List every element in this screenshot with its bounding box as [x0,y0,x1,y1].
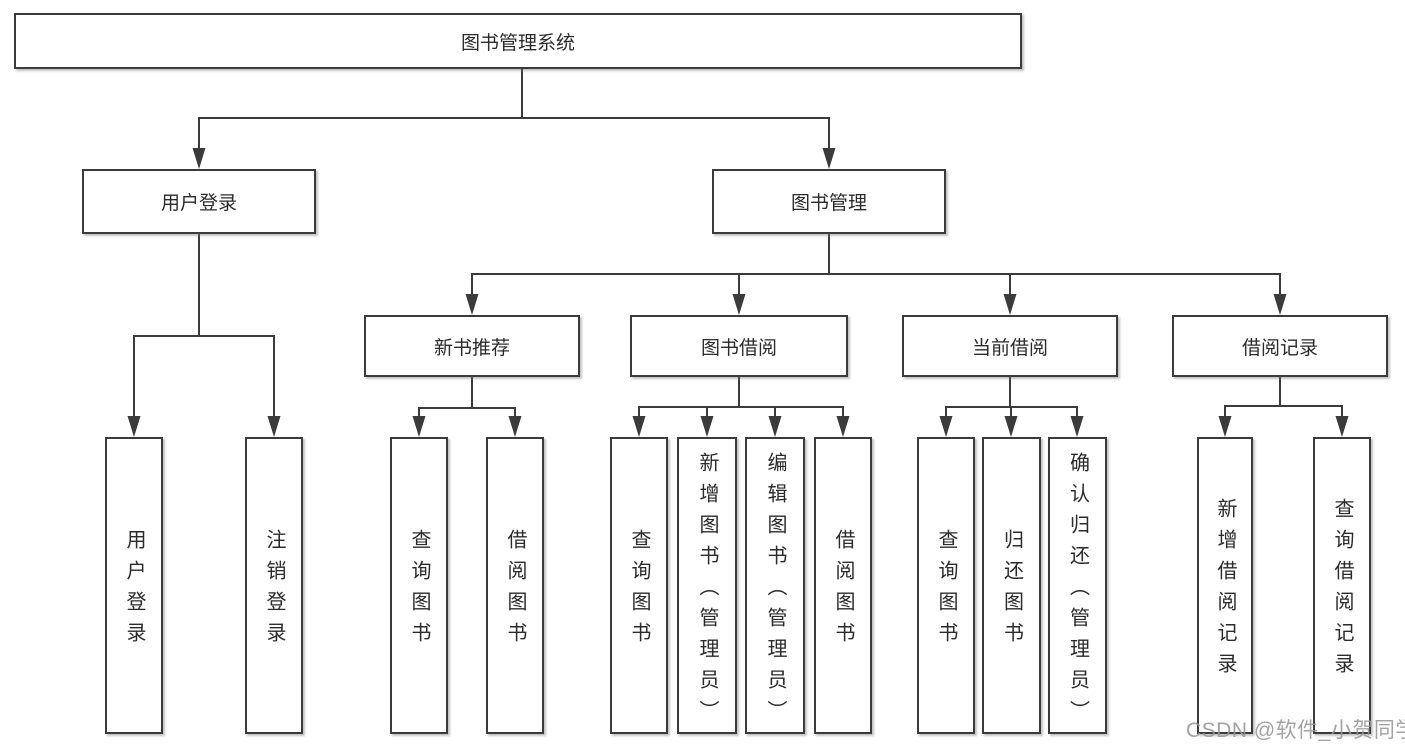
leaf-add-borrow-record: 新增借阅记录 [1197,437,1253,734]
leaf-confirm-return-admin: 确认归还（管理员） [1048,437,1107,734]
leaf-return-books: 归还图书 [982,437,1041,734]
connector-recommend-children [412,377,522,437]
leaf-recommend-borrow-books: 借阅图书 [486,437,544,734]
leaf-query-borrow-record: 查询借阅记录 [1313,437,1371,734]
node-label: 图书管理 [790,193,867,214]
node-label: 用户登录 [160,193,237,214]
node-label: 查询图书 [935,529,957,653]
node-borrow-records: 借阅记录 [1172,315,1388,377]
node-label: 归还图书 [1000,529,1023,653]
leaf-logout: 注销登录 [245,437,303,734]
node-label: 新书推荐 [433,337,510,359]
node-label: 查询图书 [628,529,650,653]
node-label: 用户登录 [123,529,145,653]
node-label: 新增图书（管理员） [696,451,718,731]
node-book-management: 图书管理 [712,169,946,234]
node-book-borrow: 图书借阅 [630,315,848,377]
node-current-borrow: 当前借阅 [902,315,1118,377]
node-label: 借阅图书 [832,529,854,653]
node-new-book-recommend: 新书推荐 [364,315,580,377]
connector-userlogin-children [127,234,281,437]
csdn-watermark: CSDN @软件_小贺同学 [1186,719,1405,742]
node-label: 确认归还（管理员） [1066,451,1089,731]
connector-borrow-children [632,377,850,437]
node-label: 查询借阅记录 [1331,498,1353,684]
connector-current-children [939,377,1084,437]
leaf-user-login: 用户登录 [105,437,163,734]
node-label: 借阅记录 [1241,337,1318,359]
connector-records-children [1218,377,1349,437]
node-label: 注销登录 [263,529,285,653]
connector-root-to-level1 [192,69,836,169]
node-user-login: 用户登录 [82,169,316,234]
leaf-add-book-admin: 新增图书（管理员） [677,437,737,734]
node-label: 当前借阅 [971,337,1048,359]
connector-bookmgmt-groups [465,234,1287,315]
node-label: 查询图书 [408,529,430,653]
leaf-current-query-books: 查询图书 [917,437,975,734]
node-system-root: 图书管理系统 [14,13,1022,69]
node-label: 图书管理系统 [460,32,575,54]
node-label: 新增借阅记录 [1214,498,1236,684]
node-label: 借阅图书 [504,529,526,653]
node-label: 编辑图书（管理员） [764,451,786,731]
leaf-edit-book-admin: 编辑图书（管理员） [745,437,805,734]
node-label: 图书借阅 [700,337,777,359]
leaf-borrow-query-books: 查询图书 [610,437,668,734]
leaf-recommend-query-books: 查询图书 [390,437,448,734]
leaf-borrow-books: 借阅图书 [814,437,872,734]
